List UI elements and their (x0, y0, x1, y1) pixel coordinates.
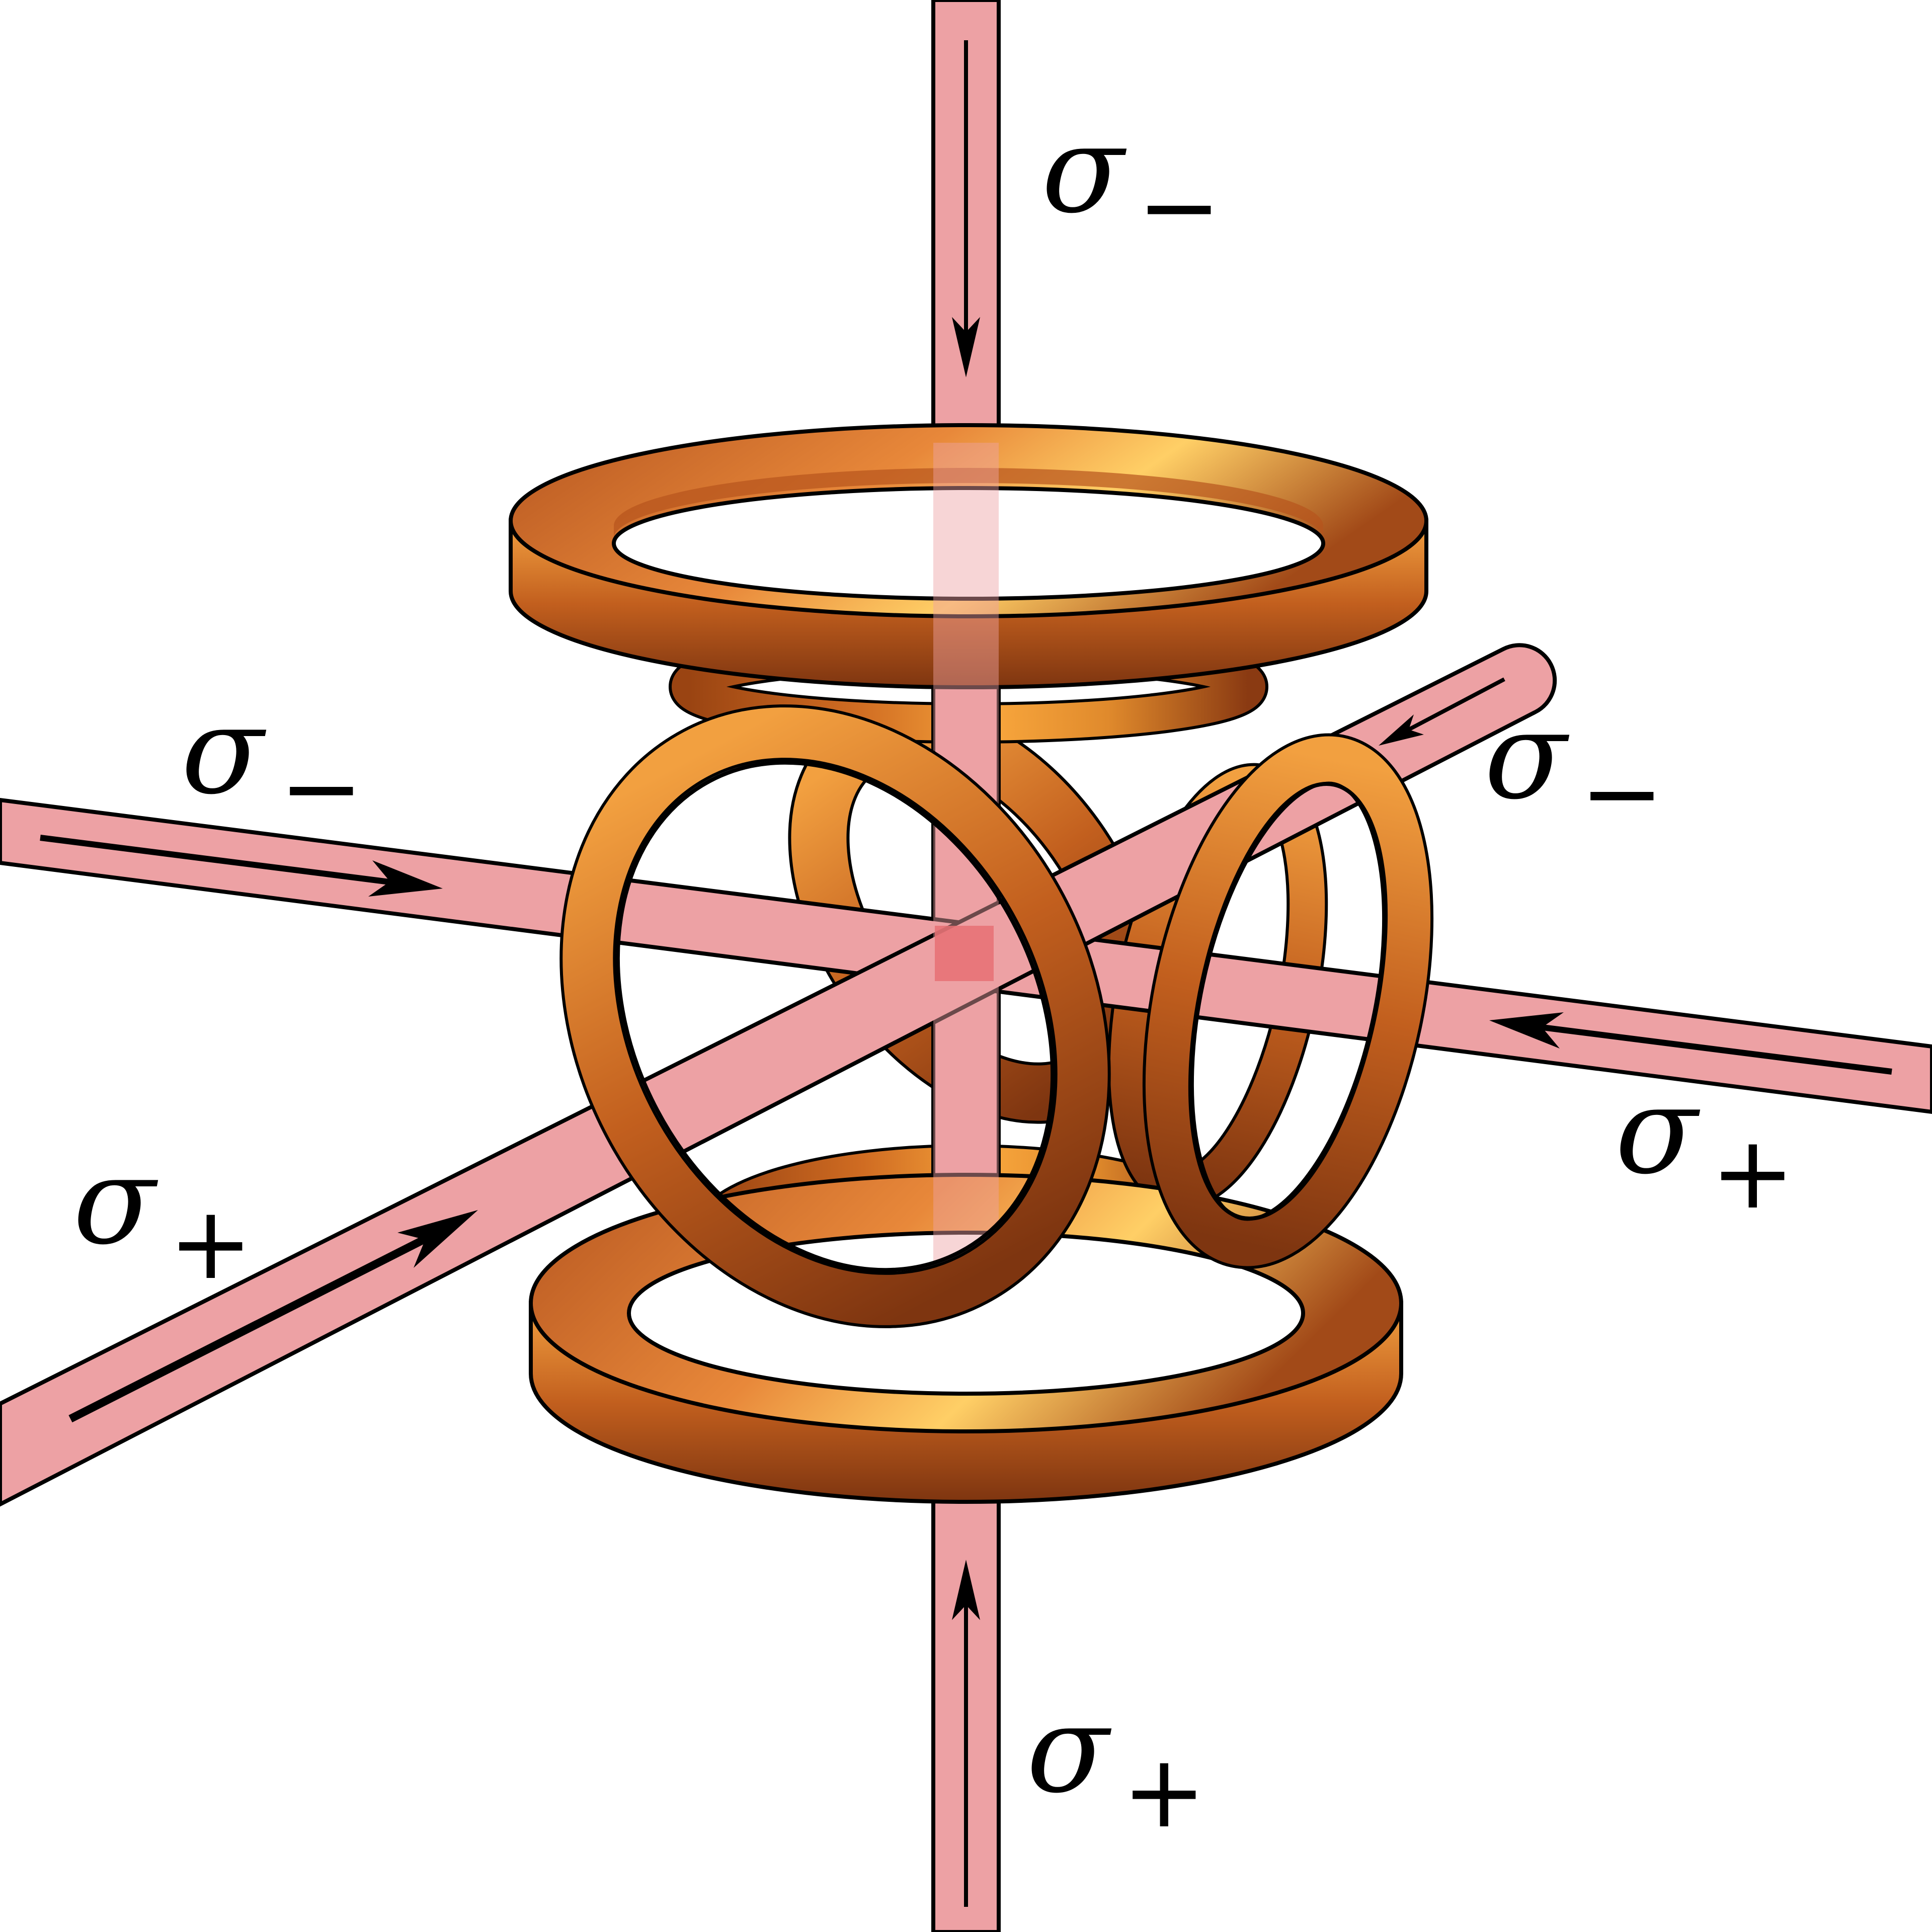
svg-text:+: + (1711, 1114, 1795, 1232)
svg-text:σ: σ (73, 1131, 158, 1271)
label-bottom: σ + (1026, 1679, 1206, 1850)
svg-text:σ: σ (1484, 685, 1570, 826)
label-top: σ − (1041, 99, 1222, 266)
svg-text:+: + (1122, 1733, 1206, 1850)
upper-right-diagonal-arrow (1379, 677, 1505, 746)
svg-text:σ: σ (1026, 1679, 1112, 1820)
bottom-up-arrow (952, 1560, 980, 1907)
svg-text:+: + (169, 1185, 253, 1302)
left-right-arrow (40, 835, 443, 897)
right-left-arrow (1489, 1012, 1892, 1075)
right-coil-front (1142, 733, 1434, 1269)
mot-center (935, 926, 994, 981)
label-left: σ − (181, 680, 364, 847)
top-coil (509, 423, 1428, 690)
top-down-arrow (952, 40, 980, 377)
lower-left-diagonal-arrow (68, 1210, 478, 1423)
label-right-upper: σ − (1484, 685, 1664, 852)
svg-text:−: − (1137, 148, 1222, 266)
diagonal-beam (0, 643, 1557, 1507)
svg-text:σ: σ (181, 680, 267, 821)
svg-text:−: − (279, 730, 364, 847)
label-lower-left: σ + (73, 1131, 253, 1302)
svg-text:σ: σ (1615, 1060, 1701, 1201)
front-coil (559, 704, 1111, 1328)
label-right-lower: σ + (1615, 1060, 1795, 1232)
svg-text:−: − (1580, 735, 1664, 852)
svg-text:σ: σ (1041, 99, 1127, 240)
